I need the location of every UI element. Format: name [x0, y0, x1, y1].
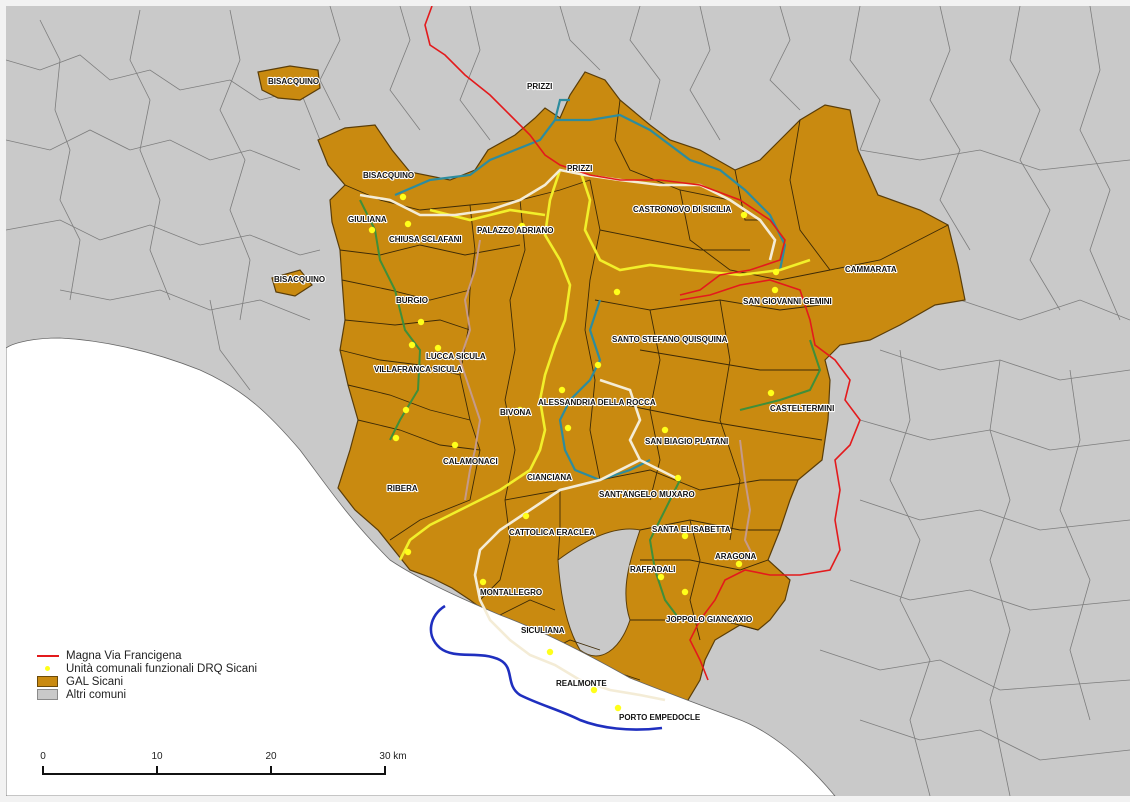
label-prizzi: PRIZZI: [567, 164, 592, 173]
label-bivona: BIVONA: [500, 408, 531, 417]
town-point: [451, 441, 459, 449]
town-point: [558, 386, 566, 394]
legend-dot-symbol: [36, 663, 60, 674]
scale-tick: [42, 766, 44, 775]
town-point: [681, 588, 689, 596]
town-point: [613, 288, 621, 296]
label-lucca: LUCCA SICULA: [426, 352, 486, 361]
town-point: [518, 222, 526, 230]
label-aragona: ARAGONA: [715, 552, 757, 561]
label-montallegro: MONTALLEGRO: [480, 588, 542, 597]
scale-label: 0: [40, 751, 46, 762]
legend-item-gal: GAL Sicani: [36, 675, 257, 688]
town-point: [479, 578, 487, 586]
place-labels: BISACQUINO PRIZZI BISACQUINO PRIZZI CAST…: [267, 76, 898, 723]
town-point: [661, 426, 669, 434]
scale-tick: [156, 766, 158, 775]
label-joppolo: JOPPOLO GIANCAXIO: [666, 615, 752, 624]
town-point: [522, 512, 530, 520]
town-point: [657, 573, 665, 581]
label-san-giovanni: SAN GIOVANNI GEMINI: [743, 297, 832, 306]
town-point: [402, 406, 410, 414]
town-point: [681, 532, 689, 540]
town-point: [772, 268, 780, 276]
town-point: [368, 226, 376, 234]
map-frame: BISACQUINO PRIZZI BISACQUINO PRIZZI CAST…: [6, 6, 1130, 796]
label-palazzo: PALAZZO ADRIANO: [477, 226, 553, 235]
legend-label: Altri comuni: [66, 688, 127, 701]
route-pink: [458, 239, 756, 561]
town-point: [404, 548, 412, 556]
scale-tick: [384, 766, 386, 775]
town-point: [516, 406, 524, 414]
town-point: [546, 648, 554, 656]
label-chiusa: CHIUSA SCLAFANI: [389, 235, 462, 244]
municipal-boundaries-gal: [339, 99, 949, 689]
town-point: [614, 704, 622, 712]
legend-item-francigena: Magna Via Francigena: [36, 649, 257, 662]
label-giuliana: GIULIANA: [348, 215, 387, 224]
town-point: [434, 344, 442, 352]
legend-item-unita: Unità comunali funzionali DRQ Sicani: [36, 662, 257, 675]
scale-label: 20: [265, 751, 277, 762]
label-raffadali: RAFFADALI: [630, 565, 675, 574]
label-burgio: BURGIO: [396, 296, 428, 305]
label-casteltermini: CASTELTERMINI: [770, 404, 834, 413]
scale-label: 10: [151, 751, 163, 762]
scale-line: [42, 773, 385, 775]
town-point: [740, 211, 748, 219]
route-francigena: [424, 6, 861, 681]
town-point: [404, 220, 412, 228]
label-san-biagio: SAN BIAGIO PLATANI: [645, 437, 728, 446]
label-bisacquino-left: BISACQUINO: [274, 275, 325, 284]
label-siculiana: SICULIANA: [521, 626, 565, 635]
route-blue-coast: [429, 604, 663, 731]
label-calamonaci: CALAMONACI: [443, 457, 498, 466]
town-point: [767, 389, 775, 397]
label-ribera: RIBERA: [387, 484, 418, 493]
label-porto-empedocle: PORTO EMPEDOCLE: [619, 713, 701, 722]
town-point: [399, 193, 407, 201]
legend-fill-symbol: [36, 689, 60, 700]
label-bisacquino-mid: BISACQUINO: [363, 171, 414, 180]
label-castronovo: CASTRONOVO DI SICILIA: [633, 205, 731, 214]
gal-sicani-small-exclave[interactable]: [271, 269, 313, 297]
label-realmonte: REALMONTE: [556, 679, 607, 688]
town-points: [368, 193, 780, 712]
municipal-boundaries-grey: [6, 6, 1130, 796]
label-alessandria: ALESSANDRIA DELLA ROCCA: [538, 398, 656, 407]
label-santa-elisabetta: SANTA ELISABETTA: [652, 525, 731, 534]
label-cammarata: CAMMARATA: [845, 265, 897, 274]
legend-item-altri: Altri comuni: [36, 688, 257, 701]
legend-line-symbol: [36, 650, 60, 661]
sea: [6, 337, 836, 796]
legend-label: Magna Via Francigena: [66, 649, 182, 662]
town-point: [594, 361, 602, 369]
label-santangelo: SANT'ANGELO MUXARO: [599, 490, 695, 499]
label-santo-stefano: SANTO STEFANO QUISQUINA: [612, 335, 728, 344]
scale-bar: 0 10 20 30 km: [36, 748, 407, 788]
label-villafranca: VILLAFRANCA SICULA: [374, 365, 463, 374]
legend-label: Unità comunali funzionali DRQ Sicani: [66, 662, 258, 675]
legend-fill-symbol: [36, 676, 60, 687]
scale-label: 30 km: [379, 751, 407, 762]
route-white: [359, 168, 777, 702]
town-point: [408, 341, 416, 349]
town-point: [417, 318, 425, 326]
town-point: [590, 686, 598, 694]
label-prizzi-top: PRIZZI: [527, 82, 552, 91]
legend-label: GAL Sicani: [66, 675, 124, 688]
town-point: [392, 434, 400, 442]
map-canvas[interactable]: BISACQUINO PRIZZI BISACQUINO PRIZZI CAST…: [6, 6, 1130, 796]
label-cianciana: CIANCIANA: [527, 473, 572, 482]
town-point: [674, 474, 682, 482]
map-legend: Magna Via Francigena Unità comunali funz…: [36, 649, 257, 701]
gal-sicani-bisacquino-exclave[interactable]: [257, 65, 321, 101]
town-point: [564, 424, 572, 432]
label-cattolica: CATTOLICA ERACLEA: [509, 528, 595, 537]
town-point: [771, 286, 779, 294]
town-point: [735, 560, 743, 568]
scale-tick: [270, 766, 272, 775]
label-bisacquino-top: BISACQUINO: [268, 77, 319, 86]
